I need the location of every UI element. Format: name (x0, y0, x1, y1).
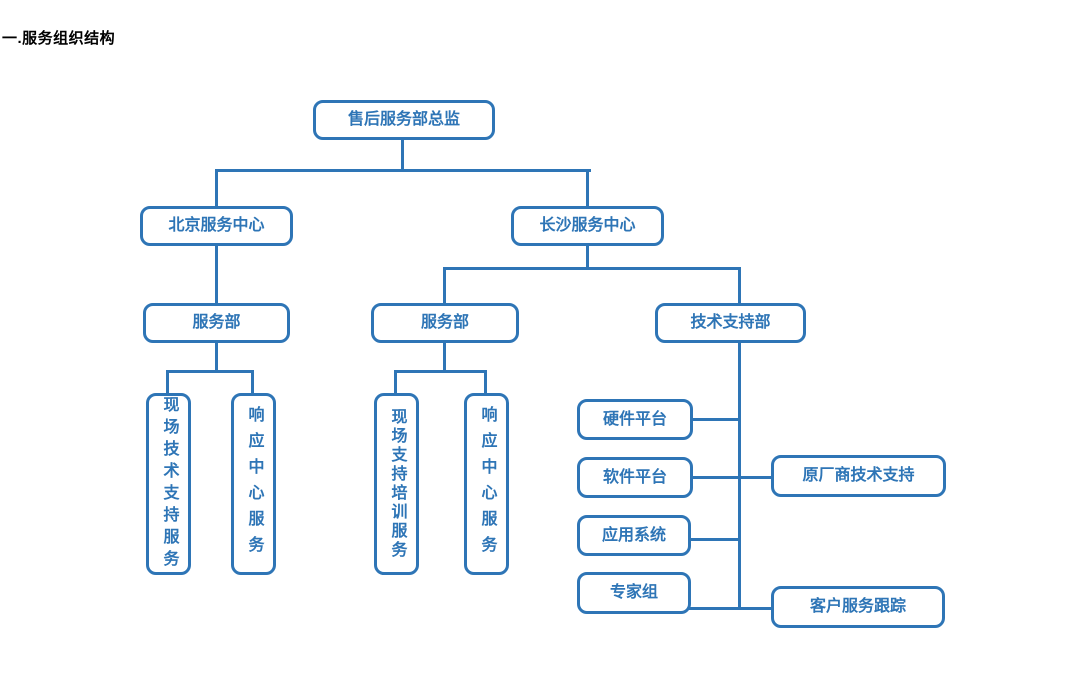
connector-to-onsite-tech (166, 370, 169, 394)
connector-to-beijing (215, 169, 218, 207)
node-changsha-service-dept: 服务部 (371, 303, 519, 343)
node-oem-tech-support: 原厂商技术支持 (771, 455, 946, 497)
node-tech-support-dept: 技术支持部 (655, 303, 806, 343)
connector-to-response-cs (484, 370, 487, 394)
connector-bj-horizontal (166, 370, 254, 373)
connector-beijing-to-service (215, 245, 218, 304)
connector-to-changsha (586, 169, 589, 207)
connector-changsha-horizontal (443, 267, 741, 270)
connector-to-onsite-training (394, 370, 397, 394)
connector-level1-horizontal (215, 169, 591, 172)
page-title: 一.服务组织结构 (2, 30, 116, 47)
node-onsite-support-training-service: 现场支持培训服务 (374, 393, 419, 575)
node-response-center-service-beijing: 响应中心服务 (231, 393, 276, 575)
node-director: 售后服务部总监 (313, 100, 495, 140)
node-software-platform: 软件平台 (577, 457, 693, 498)
connector-cs-service-down (443, 342, 446, 373)
connector-to-tech-support (738, 267, 741, 304)
connector-expert-to-tracking (689, 607, 773, 610)
connector-director-down (401, 138, 404, 172)
connector-application-stub (689, 538, 740, 541)
node-onsite-tech-support-service: 现场技术支持服务 (146, 393, 191, 575)
connector-hardware-stub (690, 418, 740, 421)
connector-software-to-oem (690, 476, 773, 479)
connector-cs-horizontal (394, 370, 487, 373)
node-customer-service-tracking: 客户服务跟踪 (771, 586, 945, 628)
node-application-system: 应用系统 (577, 515, 691, 556)
node-expert-group: 专家组 (577, 572, 691, 614)
node-hardware-platform: 硬件平台 (577, 399, 693, 440)
node-beijing-center: 北京服务中心 (140, 206, 293, 246)
node-response-center-service-changsha: 响应中心服务 (464, 393, 509, 575)
connector-bj-service-down (215, 342, 218, 373)
node-beijing-service-dept: 服务部 (143, 303, 290, 343)
connector-to-cs-service (443, 267, 446, 304)
connector-changsha-down (586, 245, 589, 270)
connector-to-response-bj (251, 370, 254, 394)
node-changsha-center: 长沙服务中心 (511, 206, 664, 246)
